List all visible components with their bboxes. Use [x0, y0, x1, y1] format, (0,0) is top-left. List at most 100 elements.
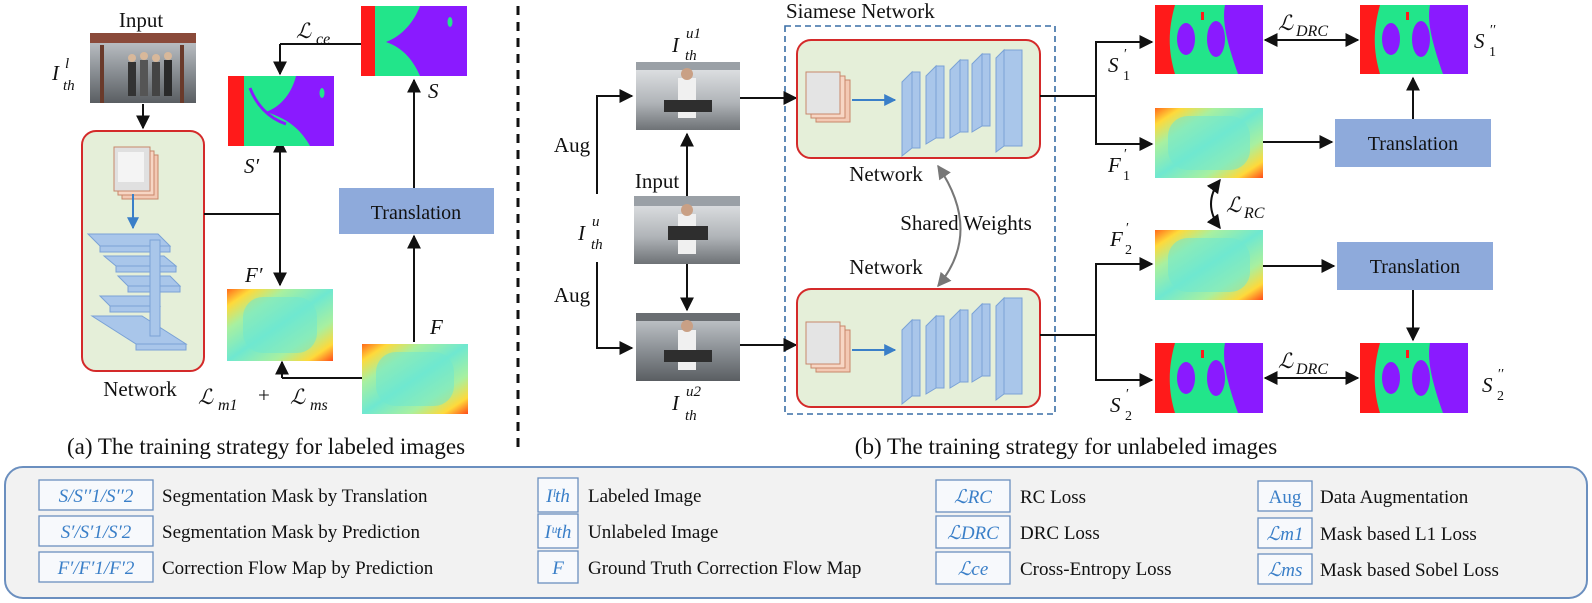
- translation-label-bottom: Translation: [1370, 256, 1460, 278]
- network-box-top: [796, 39, 1041, 159]
- s2-dprime-mask: [1360, 343, 1468, 413]
- aug-label-bottom: Aug: [554, 283, 591, 307]
- loss-drc-bottom: ℒ DRC: [1278, 349, 1328, 378]
- f1p-sub: 1: [1123, 169, 1130, 184]
- f2p-base: F: [1109, 227, 1123, 251]
- network-layers-icon: [86, 233, 188, 351]
- f1-prime-flow: [1155, 108, 1263, 178]
- legend-item-flow-prediction: F′/F′1/F′2 Correction Flow Map by Predic…: [38, 551, 434, 583]
- legend-text-12: Mask based Sobel Loss: [1320, 560, 1499, 581]
- s2p-base: S: [1110, 393, 1121, 417]
- legend-text-5: Unlabeled Image: [588, 522, 718, 543]
- drc-bottom-sub: DRC: [1295, 361, 1328, 378]
- iu1-sub: th: [685, 48, 697, 64]
- legend-symbol-12: ℒms: [1268, 560, 1303, 581]
- f2-prime-flow: [1155, 230, 1263, 300]
- caption-a: (a) The training strategy for labeled im…: [67, 434, 465, 459]
- legend-text-8: DRC Loss: [1020, 523, 1100, 544]
- translation-box-a: Translation: [339, 188, 494, 234]
- legend-text-7: RC Loss: [1020, 487, 1086, 508]
- legend-symbol-9: ℒce: [958, 559, 989, 580]
- iu-sup: u: [592, 214, 600, 230]
- s-label: S: [428, 79, 439, 103]
- panel-a: Input I l th: [51, 6, 494, 459]
- legend-symbol-10: Aug: [1269, 487, 1302, 508]
- legend-item-unlabeled-image: Iᵘth Unlabeled Image: [537, 513, 718, 549]
- input-label-a: Input: [119, 8, 163, 32]
- network-box-a: [81, 130, 205, 372]
- translation-label-top: Translation: [1368, 133, 1458, 155]
- loss-rc-base: ℒ: [1226, 193, 1242, 217]
- s2p-sup: ′: [1126, 387, 1129, 402]
- legend-item-ms-loss: ℒms Mask based Sobel Loss: [1257, 553, 1499, 585]
- loss-rc-label: ℒ RC: [1226, 193, 1265, 222]
- input-stack-icon: [113, 146, 159, 200]
- loss-ce-base: ℒ: [296, 19, 312, 43]
- iu1-base: I: [671, 33, 680, 57]
- legend-symbol-6: F: [551, 558, 564, 579]
- loss-m1-sub: m1: [218, 397, 238, 414]
- f2p-sup: ′: [1126, 221, 1129, 236]
- iu1-image: [636, 62, 740, 130]
- network-box-bottom: [796, 288, 1041, 408]
- legend-item-labeled-image: Iˡth Labeled Image: [537, 477, 701, 513]
- s2p-sub: 2: [1125, 409, 1132, 424]
- s1-prime-symbol: S ′ 1: [1108, 47, 1130, 84]
- iu1-sup: u1: [686, 26, 701, 42]
- s1p-sup: ′: [1124, 47, 1127, 62]
- legend-symbol-8: ℒDRC: [947, 523, 999, 544]
- iu1-symbol: I u1 th: [671, 26, 701, 64]
- legend-symbol-4: Iˡth: [545, 486, 570, 507]
- aug-label-top: Aug: [554, 133, 591, 157]
- iu2-base: I: [671, 391, 680, 415]
- s2pp-sub: 2: [1497, 389, 1504, 404]
- s2pp-base: S: [1482, 373, 1493, 397]
- input-label-b: Input: [635, 169, 679, 193]
- legend-symbol-1: S/S′′1/S′′2: [59, 486, 134, 507]
- iu2-sup: u2: [686, 384, 702, 400]
- translation-box-top: Translation: [1335, 119, 1491, 167]
- s1-dprime-symbol: S ′′ 1: [1474, 23, 1496, 60]
- caption-b: (b) The training strategy for unlabeled …: [855, 434, 1277, 459]
- loss-m1-base: ℒ: [198, 385, 214, 409]
- iu-symbol: I u th: [577, 214, 603, 253]
- drc-bottom-base: ℒ: [1278, 349, 1294, 373]
- shared-weights-arrow: [937, 164, 962, 288]
- legend-item-rc-loss: ℒRC RC Loss: [935, 479, 1086, 513]
- legend-text-10: Data Augmentation: [1320, 487, 1469, 508]
- translation-label-a: Translation: [371, 202, 461, 224]
- network-label-a: Network: [103, 377, 177, 401]
- translation-box-bottom: Translation: [1337, 242, 1493, 290]
- legend-text-11: Mask based L1 Loss: [1320, 524, 1477, 545]
- legend: S/S′′1/S′′2 Segmentation Mask by Transla…: [4, 466, 1588, 599]
- s2-dprime-symbol: S ′′ 2: [1482, 367, 1504, 404]
- f2-prime-symbol: F ′ 2: [1109, 221, 1132, 258]
- f1p-base: F: [1107, 153, 1121, 177]
- plus-sign: +: [258, 383, 270, 407]
- iu-sub: th: [591, 237, 603, 253]
- iu2-image: [636, 313, 740, 381]
- s-mask: [361, 6, 467, 76]
- s-prime-mask: [228, 76, 334, 146]
- s1pp-sup: ′′: [1490, 23, 1496, 38]
- labeled-image-symbol: I l th: [51, 56, 75, 94]
- loss-ce-sub: ce: [316, 31, 330, 48]
- legend-text-9: Cross-Entropy Loss: [1020, 559, 1171, 580]
- iu2-symbol: I u2 th: [671, 384, 702, 424]
- s1p-base: S: [1108, 53, 1119, 77]
- iu-base: I: [577, 221, 586, 245]
- s2-prime-mask: [1155, 343, 1263, 413]
- legend-symbol-5: Iᵘth: [544, 522, 572, 543]
- s2pp-sup: ′′: [1498, 367, 1504, 382]
- s2-prime-symbol: S ′ 2: [1110, 387, 1132, 424]
- legend-item-m1-loss: ℒm1 Mask based L1 Loss: [1257, 517, 1477, 549]
- ilth-sub: th: [63, 78, 75, 94]
- loss-ms-base: ℒ: [290, 385, 306, 409]
- loss-drc-top: ℒ DRC: [1278, 11, 1328, 40]
- labeled-input-image: [90, 33, 196, 103]
- drc-top-base: ℒ: [1278, 11, 1294, 35]
- legend-item-drc-loss: ℒDRC DRC Loss: [935, 515, 1100, 549]
- legend-item-gt-flow: F Ground Truth Correction Flow Map: [537, 550, 861, 584]
- legend-text-1: Segmentation Mask by Translation: [162, 486, 428, 507]
- s-prime-label: S′: [244, 154, 260, 178]
